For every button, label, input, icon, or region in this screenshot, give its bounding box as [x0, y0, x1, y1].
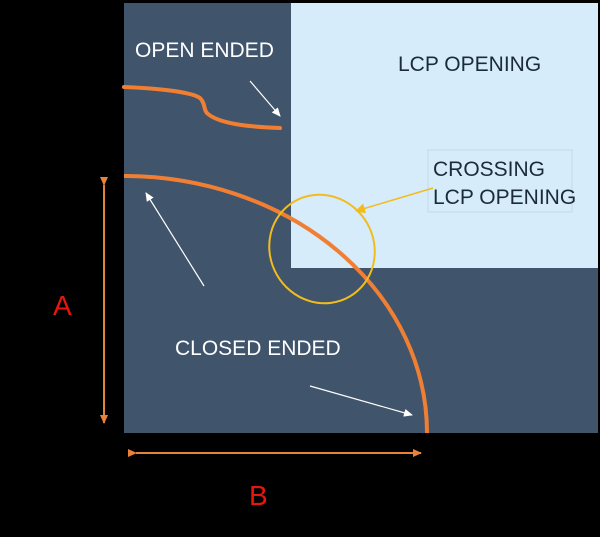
closed-ended-label: CLOSED ENDED: [175, 337, 341, 360]
lcp-opening-region: [291, 3, 598, 268]
closed-ended-pointer-down-arrow: [309, 385, 413, 417]
crossing-label-line2: LCP OPENING: [433, 186, 576, 209]
open-ended-label: OPEN ENDED: [135, 39, 274, 62]
dimension-a-label: A: [53, 290, 72, 321]
closed-ended-curve: [123, 174, 429, 434]
crossing-label-box: [427, 149, 573, 213]
dimension-b-label: B: [249, 480, 268, 511]
closed-ended-pointer-up-arrow: [145, 192, 205, 287]
crossing-label-line1: CROSSING: [433, 158, 545, 181]
crossing-pointer-arrow: [355, 187, 434, 214]
lcp-opening-label: LCP OPENING: [398, 53, 541, 76]
crossing-highlight-ellipse: [268, 193, 376, 305]
open-ended-curve: [122, 85, 282, 130]
open-ended-pointer-arrow: [249, 80, 281, 117]
